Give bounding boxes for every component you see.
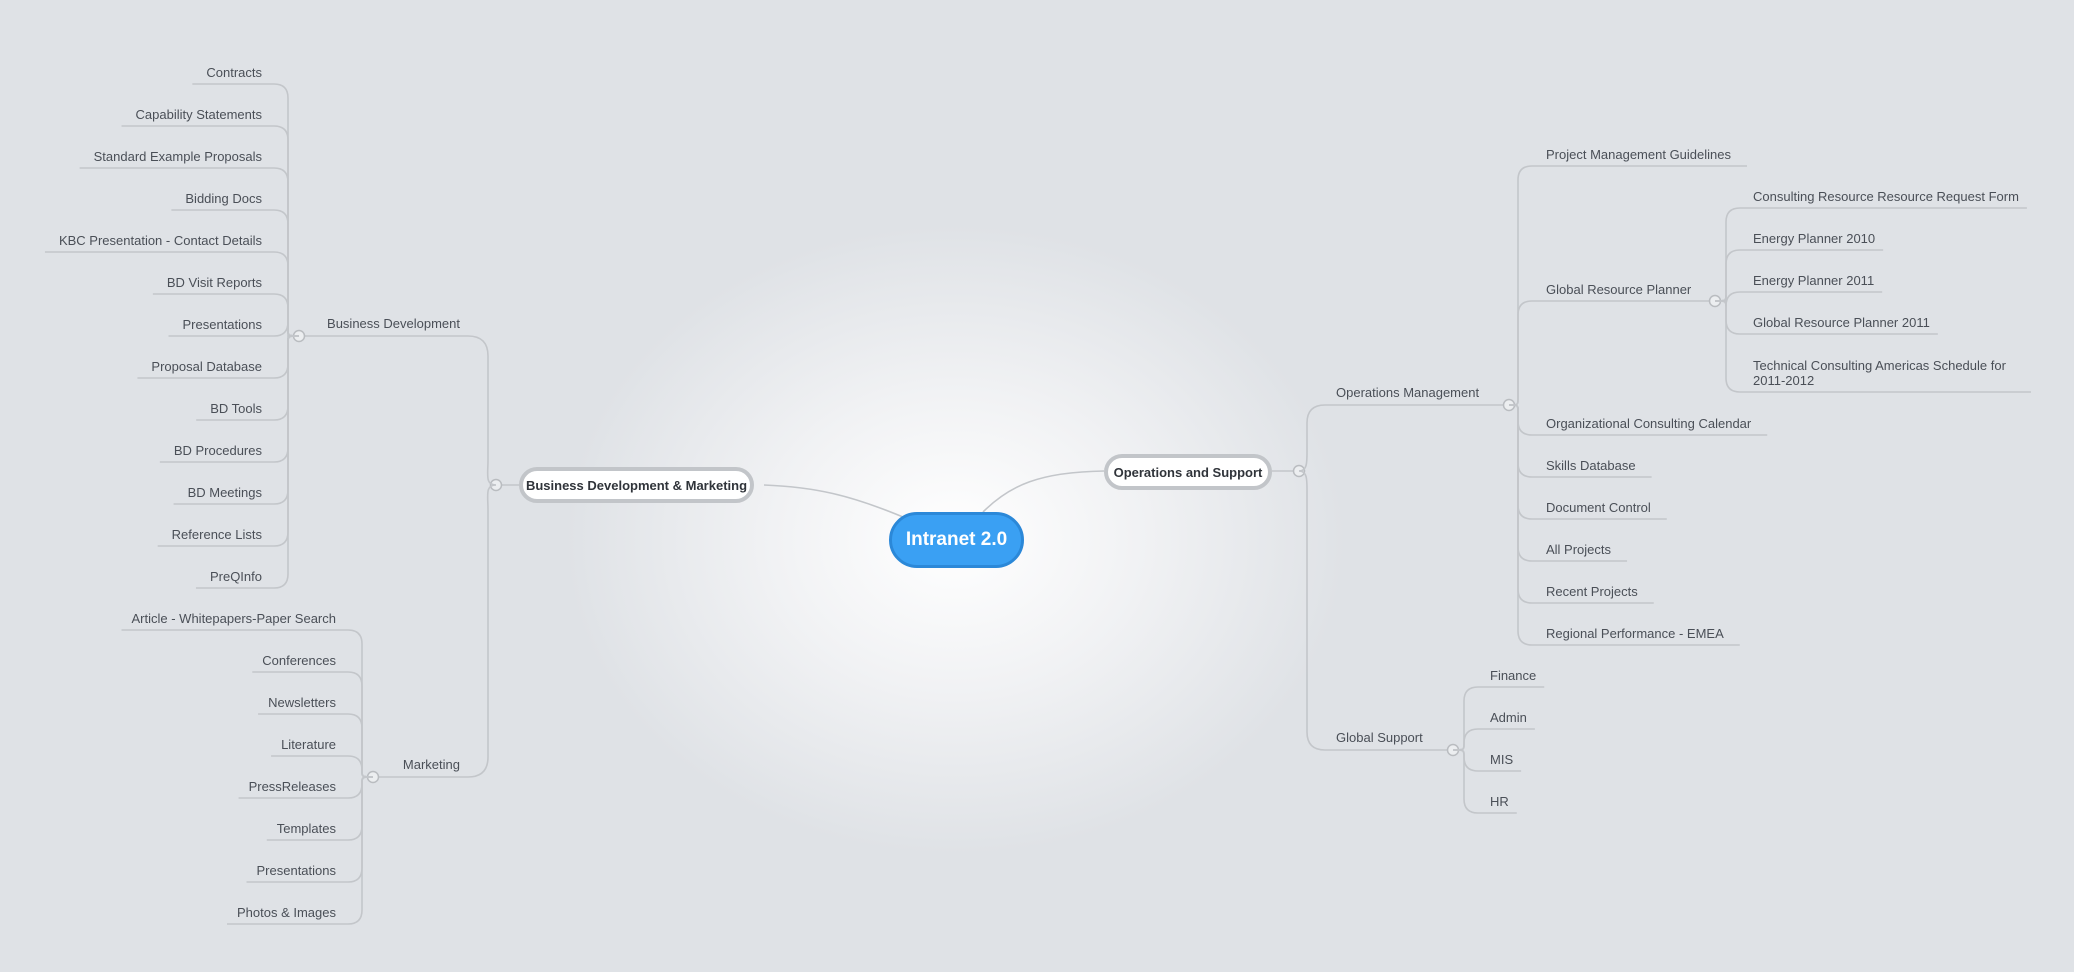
support-item-hr[interactable]: HR <box>1490 794 1509 809</box>
bd-item-preqinfo[interactable]: PreQInfo <box>209 569 262 584</box>
link-marketing-item <box>252 671 374 778</box>
link-marketing <box>373 484 497 778</box>
group-business-development[interactable]: Business Development <box>327 316 460 331</box>
bd-item-presentations[interactable]: Presentations <box>182 317 263 332</box>
marketing-item-newsletters[interactable]: Newsletters <box>268 695 336 710</box>
ops-item-regional-performance-emea[interactable]: Regional Performance - EMEA <box>1546 626 1724 641</box>
ops-item-recent-projects[interactable]: Recent Projects <box>1546 584 1638 599</box>
support-item-finance[interactable]: Finance <box>1490 668 1537 683</box>
link-marketing-item <box>227 776 374 925</box>
root-node[interactable]: Intranet 2.0 <box>889 512 1024 568</box>
root-to-left-branch <box>763 484 904 518</box>
link-bd-item <box>195 335 300 589</box>
branch-label: Business Development & Marketing <box>525 477 748 493</box>
link-support-item <box>1452 728 1535 751</box>
bd-item-capability-statements[interactable]: Capability Statements <box>135 107 262 122</box>
planner-item-energy-planner-2011[interactable]: Energy Planner 2011 <box>1753 273 1875 288</box>
support-item-admin[interactable]: Admin <box>1490 710 1527 725</box>
bd-item-bd-meetings[interactable]: BD Meetings <box>187 485 262 500</box>
marketing-item-article-whitepapers-paper-search[interactable]: Article - Whitepapers-Paper Search <box>131 611 336 626</box>
ops-item-global-resource-planner[interactable]: Global Resource Planner <box>1546 282 1692 297</box>
link-operations-management <box>1298 404 1509 472</box>
link-planner-item <box>1714 291 1883 307</box>
group-global-support[interactable]: Global Support <box>1336 730 1423 745</box>
branch-business-development-marketing[interactable]: Business Development & Marketing <box>519 467 754 503</box>
marketing-item-literature[interactable]: Literature <box>281 737 336 752</box>
link-ops-item <box>1508 300 1715 406</box>
ops-item-organizational-consulting-calendar[interactable]: Organizational Consulting Calendar <box>1546 416 1752 431</box>
bd-item-contracts[interactable]: Contracts <box>206 65 262 80</box>
bd-item-bd-tools[interactable]: BD Tools <box>210 401 262 416</box>
group-marketing[interactable]: Marketing <box>402 757 460 772</box>
support-item-mis[interactable]: MIS <box>1490 752 1514 767</box>
bd-item-proposal-database[interactable]: Proposal Database <box>151 359 262 374</box>
link-global-support <box>1298 470 1453 751</box>
bd-item-bd-procedures[interactable]: BD Procedures <box>173 443 262 458</box>
ops-item-document-control[interactable]: Document Control <box>1546 500 1651 515</box>
bd-item-bidding-docs[interactable]: Bidding Docs <box>185 191 262 206</box>
ops-item-all-projects[interactable]: All Projects <box>1546 542 1612 557</box>
group-operations-management[interactable]: Operations Management <box>1336 385 1480 400</box>
branch-operations-support[interactable]: Operations and Support <box>1104 454 1272 490</box>
marketing-item-photos-images[interactable]: Photos & Images <box>237 905 336 920</box>
bd-item-kbc-presentation-contact-details[interactable]: KBC Presentation - Contact Details <box>58 233 262 248</box>
root-label: Intranet 2.0 <box>905 529 1008 550</box>
bd-item-bd-visit-reports[interactable]: BD Visit Reports <box>166 275 262 290</box>
marketing-item-pressreleases[interactable]: PressReleases <box>248 779 336 794</box>
branch-label: Operations and Support <box>1113 464 1263 480</box>
link-business-development <box>299 335 497 486</box>
planner-item-technical-consulting-americas-schedule-for-2011-2012[interactable]: Technical Consulting Americas Schedule f… <box>1753 358 2006 388</box>
root-to-right-branch <box>982 470 1105 513</box>
bd-item-reference-lists[interactable]: Reference Lists <box>171 527 262 542</box>
marketing-item-conferences[interactable]: Conferences <box>262 653 336 668</box>
bd-item-standard-example-proposals[interactable]: Standard Example Proposals <box>93 149 262 164</box>
link-planner-item <box>1714 300 2031 393</box>
link-marketing-item <box>271 755 374 778</box>
link-ops-item <box>1508 404 1740 646</box>
ops-item-project-management-guidelines[interactable]: Project Management Guidelines <box>1546 147 1731 162</box>
planner-item-energy-planner-2010[interactable]: Energy Planner 2010 <box>1753 231 1876 246</box>
planner-item-global-resource-planner-2011[interactable]: Global Resource Planner 2011 <box>1753 315 1930 330</box>
planner-item-consulting-resource-resource-request-form[interactable]: Consulting Resource Resource Request For… <box>1753 189 2019 204</box>
marketing-item-templates[interactable]: Templates <box>276 821 336 836</box>
marketing-item-presentations[interactable]: Presentations <box>256 863 337 878</box>
link-support-item <box>1452 749 1517 814</box>
ops-item-skills-database[interactable]: Skills Database <box>1546 458 1636 473</box>
